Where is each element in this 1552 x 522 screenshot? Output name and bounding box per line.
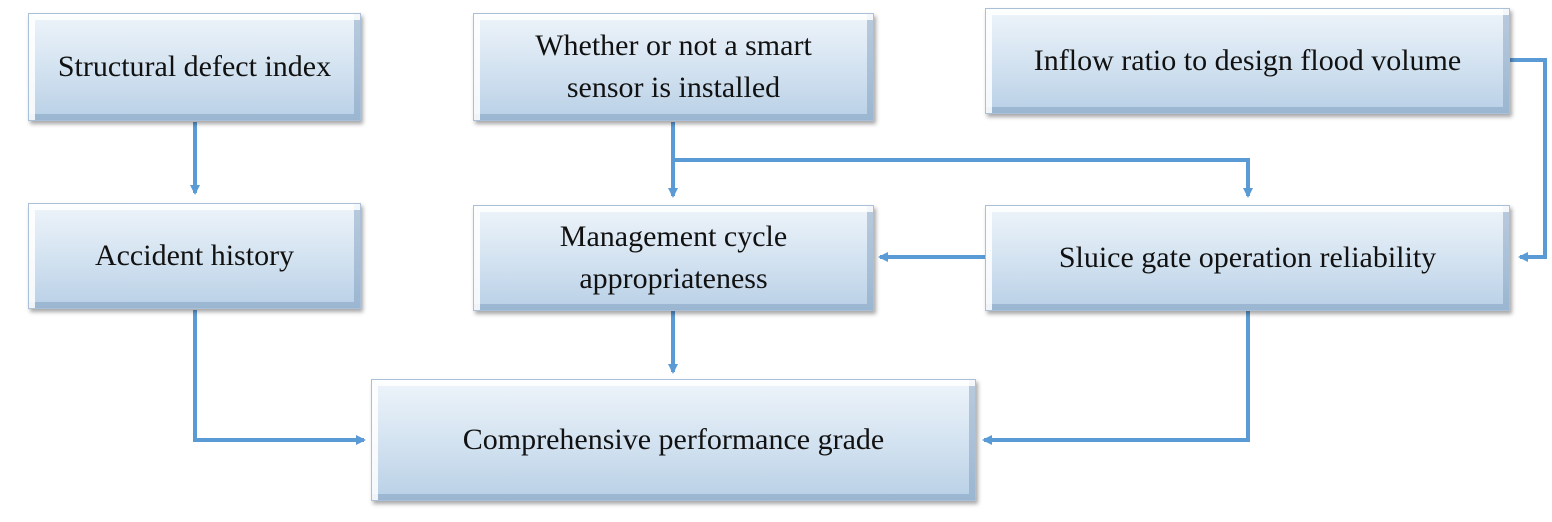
node-label: Accident history bbox=[94, 239, 295, 272]
node-label: Comprehensive performance grade bbox=[462, 423, 885, 456]
node-comprehensive-grade: Comprehensive performance grade bbox=[371, 379, 976, 501]
node-sluice-gate-reliability: Sluice gate operation reliability bbox=[985, 205, 1510, 311]
node-management-cycle: Management cycle appropriateness bbox=[473, 205, 874, 311]
node-accident-history: Accident history bbox=[28, 203, 361, 309]
edge-sensor-to-sluice bbox=[673, 158, 1253, 198]
node-label: Whether or not a smart sensor is install… bbox=[535, 29, 812, 104]
node-label: Structural defect index bbox=[57, 50, 332, 83]
node-label: Management cycle appropriateness bbox=[559, 220, 788, 295]
node-label: Inflow ratio to design flood volume bbox=[1033, 44, 1462, 77]
edge-inflow-to-sluice bbox=[1510, 58, 1547, 262]
edge-sluice-to-grade bbox=[982, 310, 1250, 445]
node-smart-sensor-installed: Whether or not a smart sensor is install… bbox=[473, 13, 874, 121]
node-structural-defect-index: Structural defect index bbox=[28, 13, 361, 121]
node-inflow-ratio: Inflow ratio to design flood volume bbox=[985, 8, 1510, 114]
edge-accident-to-grade bbox=[193, 310, 366, 445]
node-label: Sluice gate operation reliability bbox=[1058, 241, 1437, 274]
